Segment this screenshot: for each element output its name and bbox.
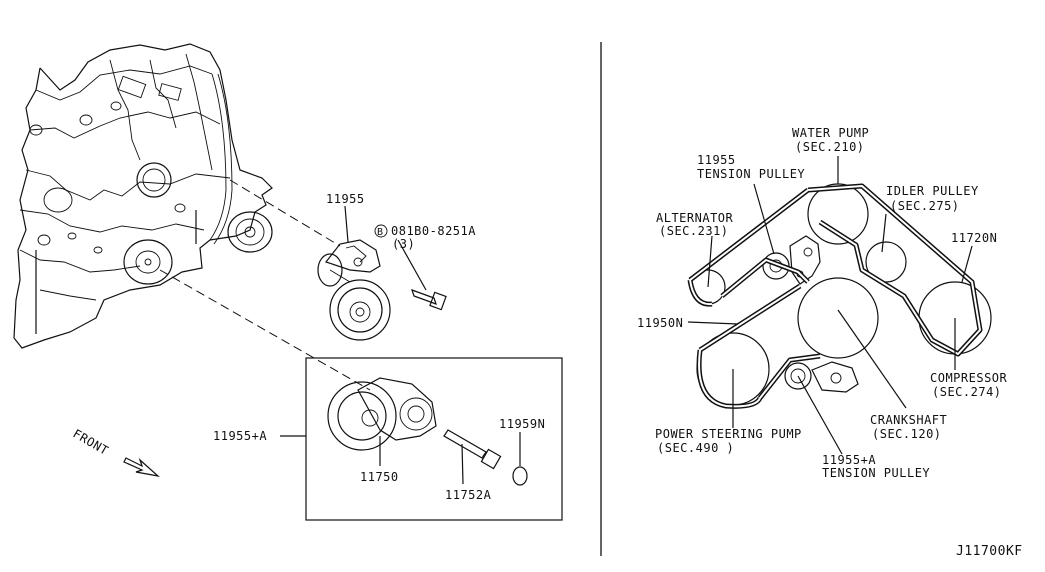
label-idler: IDLER PULLEY — [886, 184, 979, 198]
label-tension2-num: 11955+A — [822, 453, 876, 467]
label-compressor: COMPRESSOR — [930, 371, 1008, 385]
label-bolt-spec: 081B0-8251A — [391, 224, 476, 238]
label-tension2-pulley: TENSION PULLEY — [822, 466, 930, 480]
label-tension-num: 11955 — [697, 153, 736, 167]
leader-dashed-lower — [159, 269, 371, 391]
label-crankshaft-sec: (SEC.120) — [872, 427, 942, 441]
label-11955A: 11955+A — [213, 429, 267, 443]
label-compressor-sec: (SEC.274) — [932, 385, 1002, 399]
tension-pulley-11955A-illustration — [327, 377, 528, 486]
label-11950N: 11950N — [637, 316, 683, 330]
leader-11955 — [344, 205, 349, 243]
bolt-circle-letter: B — [377, 227, 384, 238]
engine-block-illustration — [13, 43, 273, 349]
label-11750: 11750 — [360, 470, 399, 484]
assembly-box — [305, 357, 563, 521]
label-11959N: 11959N — [499, 417, 545, 431]
label-front: FRONT — [71, 426, 111, 457]
label-tension-pulley: TENSION PULLEY — [697, 167, 805, 181]
label-11720N: 11720N — [951, 231, 997, 245]
crankshaft-pulley — [797, 277, 879, 359]
tension-pulley-lower — [784, 362, 812, 390]
tension-pulley-11955-illustration — [317, 239, 447, 341]
bolt-circle-marker — [374, 224, 388, 238]
label-11955: 11955 — [326, 192, 365, 206]
label-idler-sec: (SEC.275) — [890, 199, 960, 213]
label-crankshaft: CRANKSHAFT — [870, 413, 947, 427]
label-water-pump-sec: (SEC.210) — [795, 140, 865, 154]
label-water-pump: WATER PUMP — [792, 126, 869, 140]
label-ps-pump: POWER STEERING PUMP — [655, 427, 802, 441]
leader-bolt — [397, 239, 427, 291]
label-bolt-qty: (3) — [392, 237, 415, 251]
leader-dashed-upper — [229, 179, 341, 247]
front-arrow-icon — [123, 457, 160, 477]
label-alternator-sec: (SEC.231) — [659, 224, 729, 238]
label-ps-pump-sec: (SEC.490 ) — [657, 441, 734, 455]
label-alternator: ALTERNATOR — [656, 211, 734, 225]
diagram-code: J11700KF — [956, 544, 1023, 559]
leader-11752A — [461, 443, 464, 485]
label-11752A: 11752A — [445, 488, 492, 502]
